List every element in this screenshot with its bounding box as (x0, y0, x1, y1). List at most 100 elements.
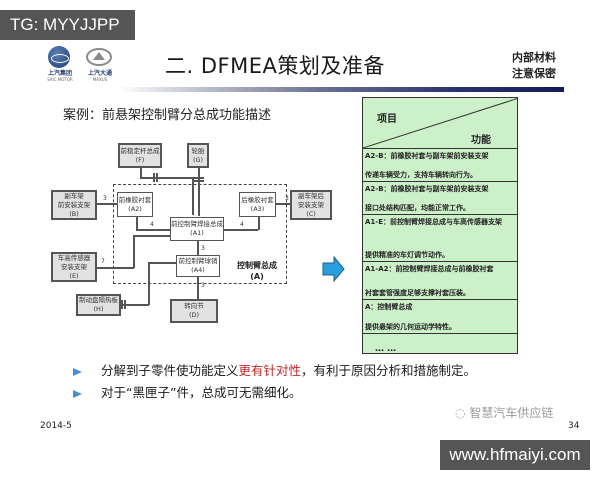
edge-label: 3 (201, 282, 205, 289)
connector-line (97, 267, 134, 269)
maxus-logo-sub: MAXUS (92, 77, 108, 82)
component-name: 前控制臂焊接总成 (171, 220, 223, 228)
component-box-A3: 后橡胶衬套 (A3) (239, 192, 276, 217)
saic-logo-sub: SAIC MOTOR (47, 77, 73, 82)
connector-line (197, 241, 199, 256)
clearance-symbol-icon (121, 300, 123, 309)
connector-line (198, 164, 200, 216)
component-name: 前稳定杆总成 (120, 146, 160, 155)
component-name: 前安装支架 (57, 200, 91, 209)
saic-logo: 上汽集团 SAIC MOTOR (44, 46, 76, 86)
component-name: 副车架后 (298, 191, 324, 200)
wechat-icon: ◌ (455, 406, 466, 420)
component-name: 制动盘隔热板 (79, 296, 118, 304)
maxus-triangle-icon (93, 52, 105, 60)
edge-label: 4 (240, 221, 244, 228)
arrow-bullet-icon (73, 368, 82, 376)
table-row-ellipsis: … … (375, 344, 397, 354)
edge-label: 4 (150, 221, 154, 228)
assembly-name: 控制臂总成 (237, 261, 277, 270)
component-code: (F) (135, 155, 145, 164)
clearance-symbol-icon (194, 180, 204, 182)
case-title: 案例：前悬架控制臂分总成功能描述 (63, 108, 272, 123)
component-name: 转向节 (184, 302, 204, 310)
row-item: A2-B：前橡胶衬套与副车架前安装支架 (365, 185, 489, 193)
wechat-watermark: ◌ 智慧汽车供应链 (455, 404, 553, 421)
component-name: 前橡胶衬套 (118, 195, 152, 204)
edge-label: 3 (285, 195, 289, 202)
bullet-item: 对于“黑匣子”件，总成可无需细化。 (73, 382, 476, 404)
bullet-highlight: 更有针对性 (238, 363, 302, 378)
row-function: 提供悬架的几何运动学特性。 (365, 323, 456, 331)
connector-line (136, 217, 138, 230)
bullet-text: 对于“黑匣子”件，总成可无需细化。 (101, 385, 302, 400)
row-item: A：控制臂总成 (365, 303, 413, 311)
connector-line (133, 235, 135, 268)
saic-ring-icon (51, 54, 69, 63)
assembly-code: (A) (250, 272, 264, 281)
assembly-boundary (113, 184, 287, 284)
connector-line (148, 262, 150, 305)
row-item: A1-E：前控制臂焊接总成与车高传感器支架 (365, 218, 502, 226)
connector-line (224, 229, 258, 231)
connector-line (197, 276, 199, 299)
bullet-text: 分解到子零件使功能定义 (101, 363, 239, 378)
watermark-tag-bottom: www.hfmaiyi.com (440, 440, 590, 470)
component-code: (H) (93, 305, 104, 313)
connector-line (121, 304, 149, 306)
connector-line (258, 217, 260, 230)
component-name: 安装支架 (61, 262, 87, 271)
watermark-tag-top: TG: MYYJJPP (0, 10, 135, 40)
table-row: A2-B：前橡胶衬套与副车架前安装支架 传递车辆受力，支持车辆转向行为。 (363, 149, 517, 182)
connector-line (192, 177, 194, 215)
maxus-emblem-icon (86, 48, 112, 66)
bullet-list: 分解到子零件使功能定义更有针对性，有利于原因分析和措施制定。 对于“黑匣子”件，… (73, 360, 476, 404)
maxus-logo-text: 上汽大通 (87, 70, 112, 77)
component-box-F: 前稳定杆总成 (F) (118, 143, 162, 168)
function-table: 项目 功能 A2-B：前橡胶衬套与副车架前安装支架 传递车辆受力，支持车辆转向行… (362, 97, 518, 354)
diagonal-divider-icon (363, 98, 517, 148)
arrow-bullet-icon (73, 390, 82, 398)
header-item: 项目 (377, 114, 397, 125)
table-row: A2-B：前橡胶衬套与副车架前安装支架 接口处结构匹配，均能正常工作。 (363, 182, 517, 215)
wechat-watermark-text: 智慧汽车供应链 (469, 406, 554, 420)
component-name: 安装支架 (298, 200, 324, 209)
edge-label: 7 (101, 258, 105, 265)
component-code: (A3) (250, 204, 265, 213)
page-number: 34 (568, 421, 580, 431)
header-function: 功能 (471, 135, 491, 146)
clearance-symbol-icon (194, 177, 204, 179)
bullet-item: 分解到子零件使功能定义更有针对性，有利于原因分析和措施制定。 (73, 360, 476, 382)
slide-title: 二. DFMEA策划及准备 (165, 54, 385, 78)
component-code: (E) (69, 271, 79, 280)
edge-label: 3 (103, 195, 107, 202)
component-code: (A1) (190, 229, 204, 237)
component-name: 副车架 (64, 191, 84, 200)
component-box-A1: 前控制臂焊接总成 (A1) (170, 217, 224, 241)
assembly-label: 控制臂总成 (A) (232, 260, 282, 282)
component-box-E: 车高传感器 安装支架 (E) (51, 252, 97, 282)
component-code: (A4) (191, 266, 205, 274)
table-header: 项目 功能 (363, 98, 517, 149)
row-function: 接口处结构匹配，均能正常工作。 (365, 204, 470, 212)
component-box-C: 副车架后 安装支架 (C) (290, 190, 332, 220)
connector-line (276, 203, 290, 205)
component-box-B: 副车架 前安装支架 (B) (51, 190, 97, 220)
confidential-line-2: 注意保密 (512, 67, 556, 80)
clearance-symbol-icon (156, 173, 158, 182)
row-item: A1-A2：前控制臂焊接总成与前橡胶衬套 (365, 265, 494, 273)
component-box-H: 制动盘隔热板 (H) (76, 294, 121, 316)
component-name: 轮胎 (191, 146, 205, 155)
component-code: (A2) (128, 204, 142, 213)
component-box-G: 轮胎 (G) (187, 143, 209, 168)
table-row: A：控制臂总成 提供悬架的几何运动学特性。 (363, 300, 517, 334)
table-row: A1-A2：前控制臂焊接总成与前橡胶衬套 衬套套管强度足够支撑衬套压装。 (363, 262, 517, 300)
component-box-D: 转向节 (D) (170, 299, 218, 323)
maxus-logo: 上汽大通 MAXUS (84, 46, 116, 86)
connector-line (97, 203, 117, 205)
connector-line (148, 262, 180, 264)
bullet-text: ，有利于原因分析和措施制定。 (301, 363, 477, 378)
right-arrow-icon (322, 256, 345, 282)
edge-label: 3 (201, 245, 205, 252)
component-name: 车高传感器 (57, 253, 91, 262)
